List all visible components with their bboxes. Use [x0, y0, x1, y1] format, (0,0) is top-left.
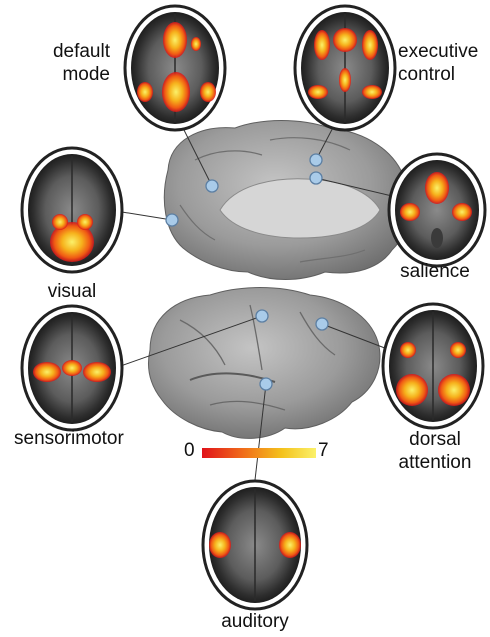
- colorbar-min-label: 0: [184, 440, 195, 462]
- marker-auditory: [260, 378, 272, 390]
- scan-salience: [389, 154, 485, 266]
- marker-sensorimotor: [256, 310, 268, 322]
- label-sensorimotor: sensorimotor: [14, 427, 124, 450]
- colorbar-max-label: 7: [318, 440, 329, 462]
- scan-dorsal-attention: [383, 304, 483, 428]
- label-dorsal-attention: dorsal attention: [385, 428, 485, 474]
- scan-visual: [22, 148, 122, 272]
- label-default-mode: default mode: [30, 40, 110, 86]
- colorbar: [202, 448, 316, 458]
- label-salience: salience: [395, 260, 475, 283]
- connector-visual: [122, 212, 172, 220]
- label-visual: visual: [42, 280, 102, 303]
- marker-executive-control: [310, 154, 322, 166]
- scan-sensorimotor: [22, 306, 122, 430]
- medial-brain-view: [164, 121, 411, 280]
- marker-visual: [166, 214, 178, 226]
- label-executive-control: executive control: [398, 40, 478, 86]
- scan-default-mode: [125, 6, 225, 130]
- scan-auditory: [203, 481, 307, 609]
- marker-salience: [310, 172, 322, 184]
- marker-dorsal-attention: [316, 318, 328, 330]
- label-auditory: auditory: [200, 610, 310, 633]
- scan-executive-control: [295, 6, 395, 130]
- marker-default-mode: [206, 180, 218, 192]
